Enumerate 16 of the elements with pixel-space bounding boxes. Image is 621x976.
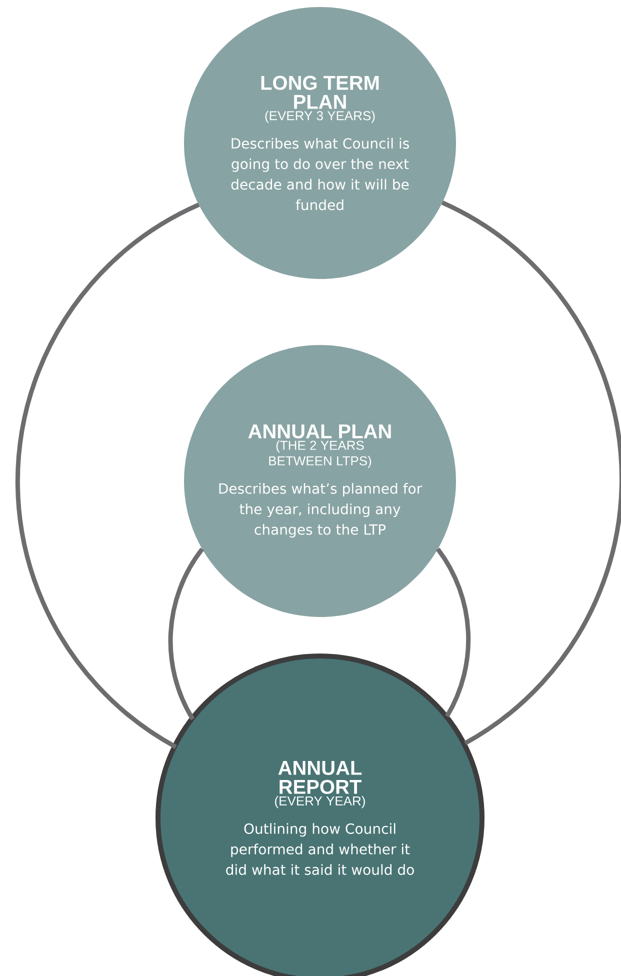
subtitle: (EVERY YEAR) [275,796,365,808]
subtitle: (THE 2 YEARS BETWEEN LTPS) [269,440,372,468]
circle-node [184,6,456,279]
arc-connector [436,548,470,718]
title: ANNUAL REPORT [278,761,362,794]
circle-node [184,345,456,617]
title: ANNUAL PLAN [248,424,391,438]
arc-connector [16,202,200,749]
arc-connector [168,548,204,720]
description: Describes what’s planned for the year, including any changes to the LTP [219,483,422,538]
description: Outlining how Council performed and whether it did what it said it would do [226,823,414,875]
title: LONG TERM PLAN [261,76,379,109]
circle-node [156,654,484,976]
arc-connector [441,200,621,746]
subtitle: (EVERY 3 YEARS) [265,110,375,123]
description: Describes what Council is going to do over the next decade and how it will be funded [231,138,409,210]
